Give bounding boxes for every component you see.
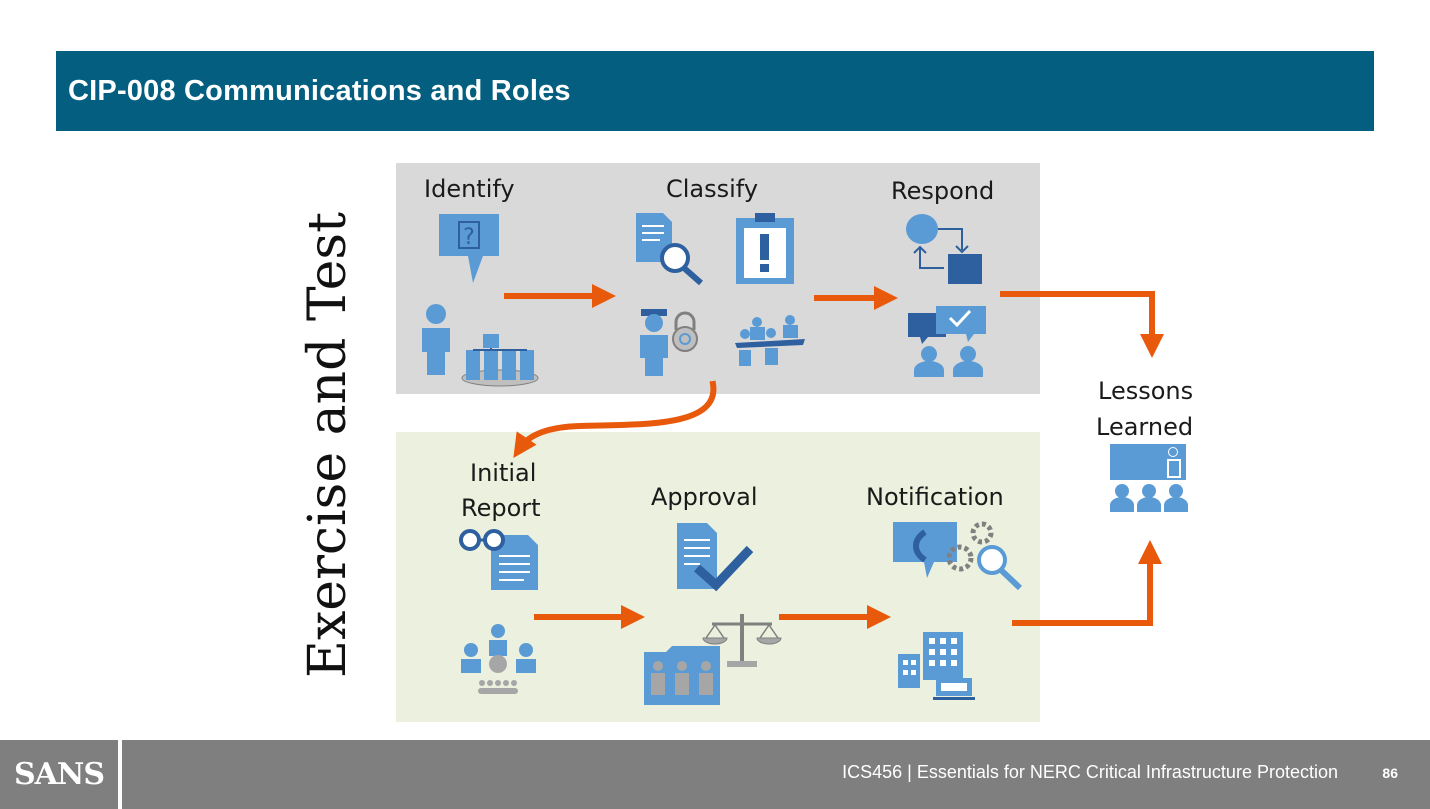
arrow-classify-report <box>513 380 717 458</box>
security-guard-lock-icon <box>640 309 698 376</box>
lessons-label-2: Learned <box>1096 413 1193 441</box>
footer-bar: SANS ICS456 | Essentials for NERC Critic… <box>0 740 1430 809</box>
clipboard-alert-icon <box>736 213 794 284</box>
network-servers-icon <box>461 334 539 387</box>
process-flow-icon <box>906 214 982 284</box>
step-identify: Identify <box>424 175 515 203</box>
meeting-group-icon <box>735 315 805 366</box>
flow-arrows <box>504 284 1164 629</box>
document-search-icon <box>636 213 703 286</box>
phone-gears-icon <box>893 521 1023 591</box>
step-report: Report <box>461 494 541 522</box>
lessons-label-1: Lessons <box>1098 377 1193 405</box>
slide-title: CIP-008 Communications and Roles <box>68 75 571 107</box>
step-classify: Classify <box>666 175 758 203</box>
buildings-icon <box>898 632 975 700</box>
arrow-notification-lessons <box>1012 540 1162 626</box>
svg-text:?: ? <box>463 225 475 250</box>
sans-logo: SANS <box>13 757 105 792</box>
chat-people-icon <box>908 306 986 377</box>
org-hierarchy-icon <box>461 624 536 694</box>
step-initial: Initial <box>470 459 536 487</box>
page-number: 86 <box>1382 765 1398 781</box>
team-folder-icon <box>644 646 720 705</box>
document-approved-icon <box>677 523 754 592</box>
title-bar: CIP-008 Communications and Roles <box>56 51 1374 131</box>
step-notification: Notification <box>866 483 1004 511</box>
scales-icon <box>702 614 782 667</box>
step-approval: Approval <box>651 483 758 511</box>
person-icon <box>422 304 450 375</box>
chat-question-icon: ? <box>439 214 499 283</box>
glasses-document-icon <box>459 529 538 590</box>
course-title: ICS456 | Essentials for NERC Critical In… <box>842 762 1338 782</box>
step-respond: Respond <box>891 177 994 205</box>
arrow-respond-lessons <box>1000 291 1164 358</box>
footer-divider <box>118 740 122 809</box>
presentation-audience-icon <box>1110 444 1188 512</box>
